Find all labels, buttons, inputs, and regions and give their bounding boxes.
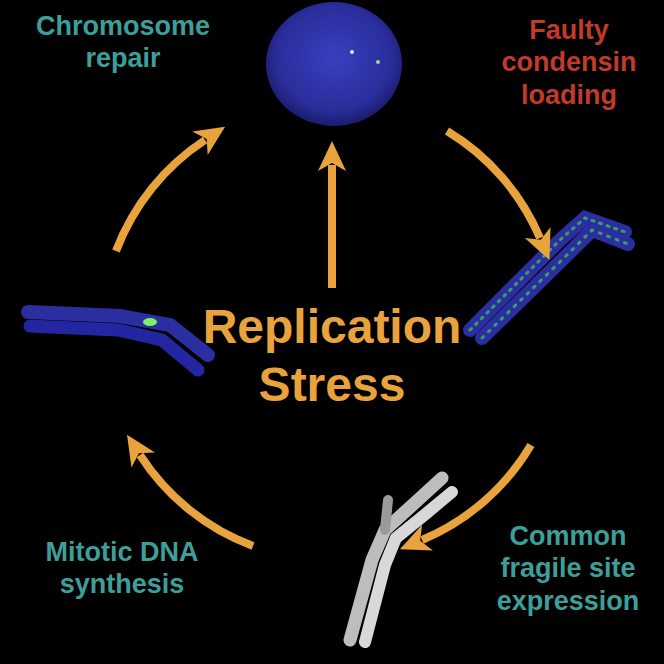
stage-label: Faulty condensin loading [480,14,658,111]
stage-label: Mitotic DNA synthesis [22,536,222,601]
stage-label: Common fragile site expression [478,520,658,617]
stage-label: Chromosome repair [28,10,218,75]
center-title: Replication Stress [172,298,492,413]
